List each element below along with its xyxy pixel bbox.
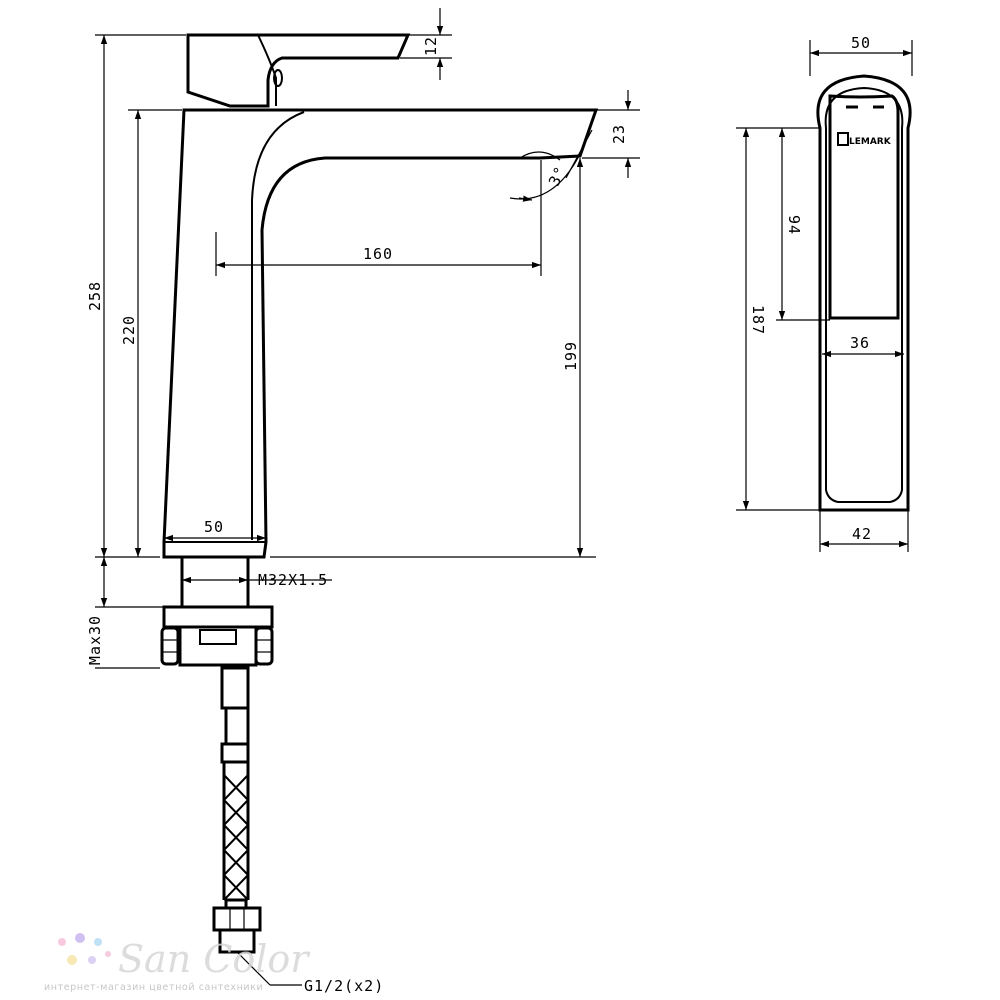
side-body: LEMARK bbox=[816, 74, 912, 512]
dim-body-height: 220 bbox=[120, 315, 138, 345]
dim-side-base-width: 42 bbox=[852, 525, 872, 543]
dim-spout-angle: 3° bbox=[545, 163, 570, 189]
extension-lines bbox=[95, 34, 640, 669]
dim-side-body-height: 187 bbox=[749, 305, 767, 335]
watermark-tagline: интернет-магазин цветной сантехники bbox=[44, 982, 263, 993]
dimension-labels: 258 220 199 12 23 160 3° 50 M32X1.5 Max3… bbox=[86, 36, 628, 995]
side-dimension-lines bbox=[742, 49, 912, 548]
watermark-dot bbox=[88, 956, 96, 964]
dimension-lines bbox=[100, 8, 632, 986]
dim-handle-thickness: 12 bbox=[422, 36, 440, 56]
watermark-dot bbox=[105, 951, 111, 957]
lever-handle bbox=[186, 33, 411, 108]
side-view: LEMARK 50 187 94 36 42 bbox=[736, 34, 913, 552]
watermark-dot bbox=[67, 955, 77, 965]
dim-connection: G1/2(x2) bbox=[304, 977, 384, 995]
dim-total-height: 258 bbox=[86, 281, 104, 311]
dim-base-width: 50 bbox=[204, 518, 224, 536]
side-dimension-labels: 50 187 94 36 42 bbox=[749, 34, 872, 543]
dim-top-width: 50 bbox=[851, 34, 871, 52]
dim-spout-thickness: 23 bbox=[610, 124, 628, 144]
dim-thread: M32X1.5 bbox=[258, 571, 328, 589]
watermark-brand: San Color bbox=[118, 937, 311, 981]
watermark-dot bbox=[75, 933, 85, 943]
side-extension-lines bbox=[736, 40, 913, 552]
dim-spout-height: 199 bbox=[562, 341, 580, 371]
dim-max-deck: Max30 bbox=[86, 615, 104, 665]
mounting-shank bbox=[160, 555, 274, 667]
faucet-body bbox=[162, 108, 599, 559]
front-view: 258 220 199 12 23 160 3° 50 M32X1.5 Max3… bbox=[86, 8, 640, 995]
dim-handle-width: 36 bbox=[850, 334, 870, 352]
watermark: San Color интернет-магазин цветной санте… bbox=[44, 933, 311, 993]
watermark-dot bbox=[94, 938, 102, 946]
watermark-dot bbox=[58, 938, 66, 946]
flexible-hose bbox=[212, 666, 262, 954]
dim-handle-height: 94 bbox=[785, 215, 803, 235]
watermark-dots bbox=[58, 933, 111, 965]
logo-text: LEMARK bbox=[849, 137, 892, 147]
dim-spout-reach: 160 bbox=[363, 245, 393, 263]
